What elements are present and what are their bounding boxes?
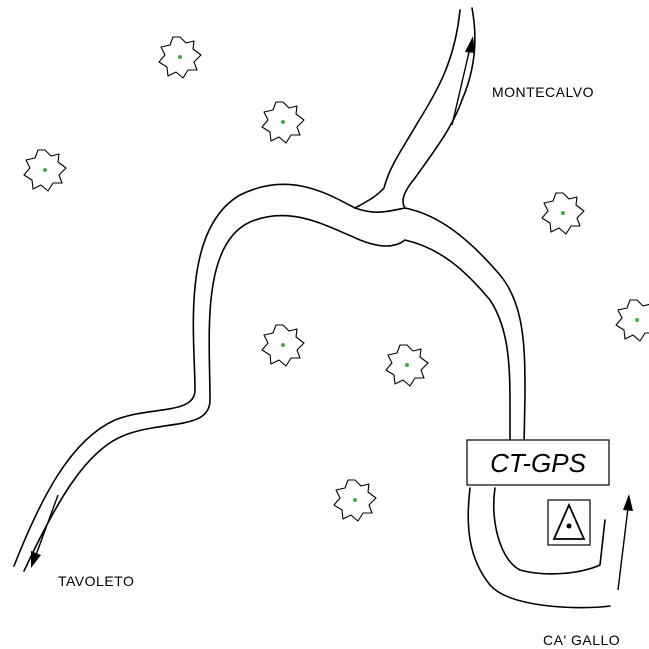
branch-montecalvo-right-edge	[402, 7, 476, 209]
road-network	[13, 7, 611, 609]
loop-cagallo-outer-edge	[467, 487, 611, 609]
station-label-text: CT-GPS	[490, 448, 586, 478]
tree-icon	[261, 324, 305, 367]
tree-icon	[385, 344, 429, 387]
tree-icon	[23, 149, 67, 192]
tree-icon	[333, 479, 377, 522]
main-road-inner-edge	[23, 214, 511, 572]
tree-icon	[615, 299, 649, 342]
tree-icon	[158, 36, 202, 79]
arrow-to-montecalvo	[451, 36, 475, 126]
station-label-box	[466, 439, 610, 486]
arrow-to-ca-gallo	[617, 494, 633, 591]
loop-cagallo-inner-edge	[492, 487, 606, 575]
place-label-tavoleto: TAVOLETO	[58, 573, 134, 589]
arrow-to-tavoleto	[31, 494, 59, 568]
place-label-montecalvo: MONTECALVO	[492, 84, 594, 100]
station-label: CT-GPS	[466, 439, 610, 486]
tree-icon	[261, 101, 305, 144]
trees	[23, 36, 649, 522]
branch-montecalvo-left-edge	[354, 9, 461, 209]
tree-icon	[541, 192, 585, 235]
main-road-outer-edge	[13, 183, 526, 567]
triangle-survey-point-icon	[547, 499, 591, 546]
place-label-ca-gallo: CA' GALLO	[543, 632, 620, 648]
